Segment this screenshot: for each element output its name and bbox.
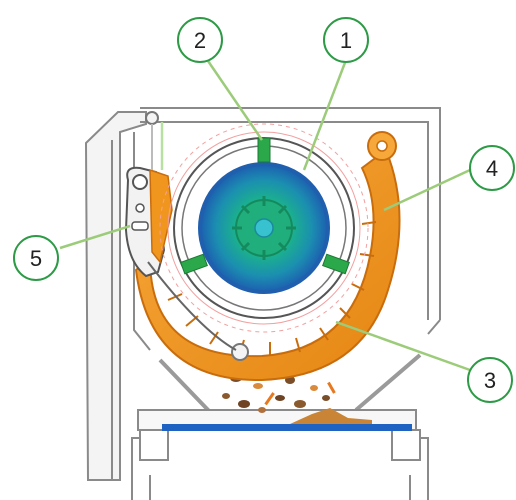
rotation-arcs — [159, 123, 369, 333]
callout-1-label: 1 — [340, 28, 352, 53]
callout-3-label: 3 — [484, 368, 496, 393]
callout-1: 1 — [323, 17, 369, 63]
base-stand — [131, 409, 429, 500]
rotor-teeth — [180, 137, 350, 275]
rotor-drum — [173, 137, 355, 319]
callout-5: 5 — [13, 235, 59, 281]
callout-2: 2 — [177, 17, 223, 63]
leader-lines — [59, 57, 471, 372]
collection-tray — [162, 424, 412, 431]
bracket-pivot-bottom — [231, 343, 249, 361]
callout-4-label: 4 — [486, 156, 498, 181]
callout-4: 4 — [469, 145, 515, 191]
callout-3: 3 — [467, 357, 513, 403]
callout-2-label: 2 — [194, 28, 206, 53]
crusher-bracket — [134, 131, 401, 382]
callout-5-label: 5 — [30, 246, 42, 271]
crushed-pile — [290, 408, 372, 424]
